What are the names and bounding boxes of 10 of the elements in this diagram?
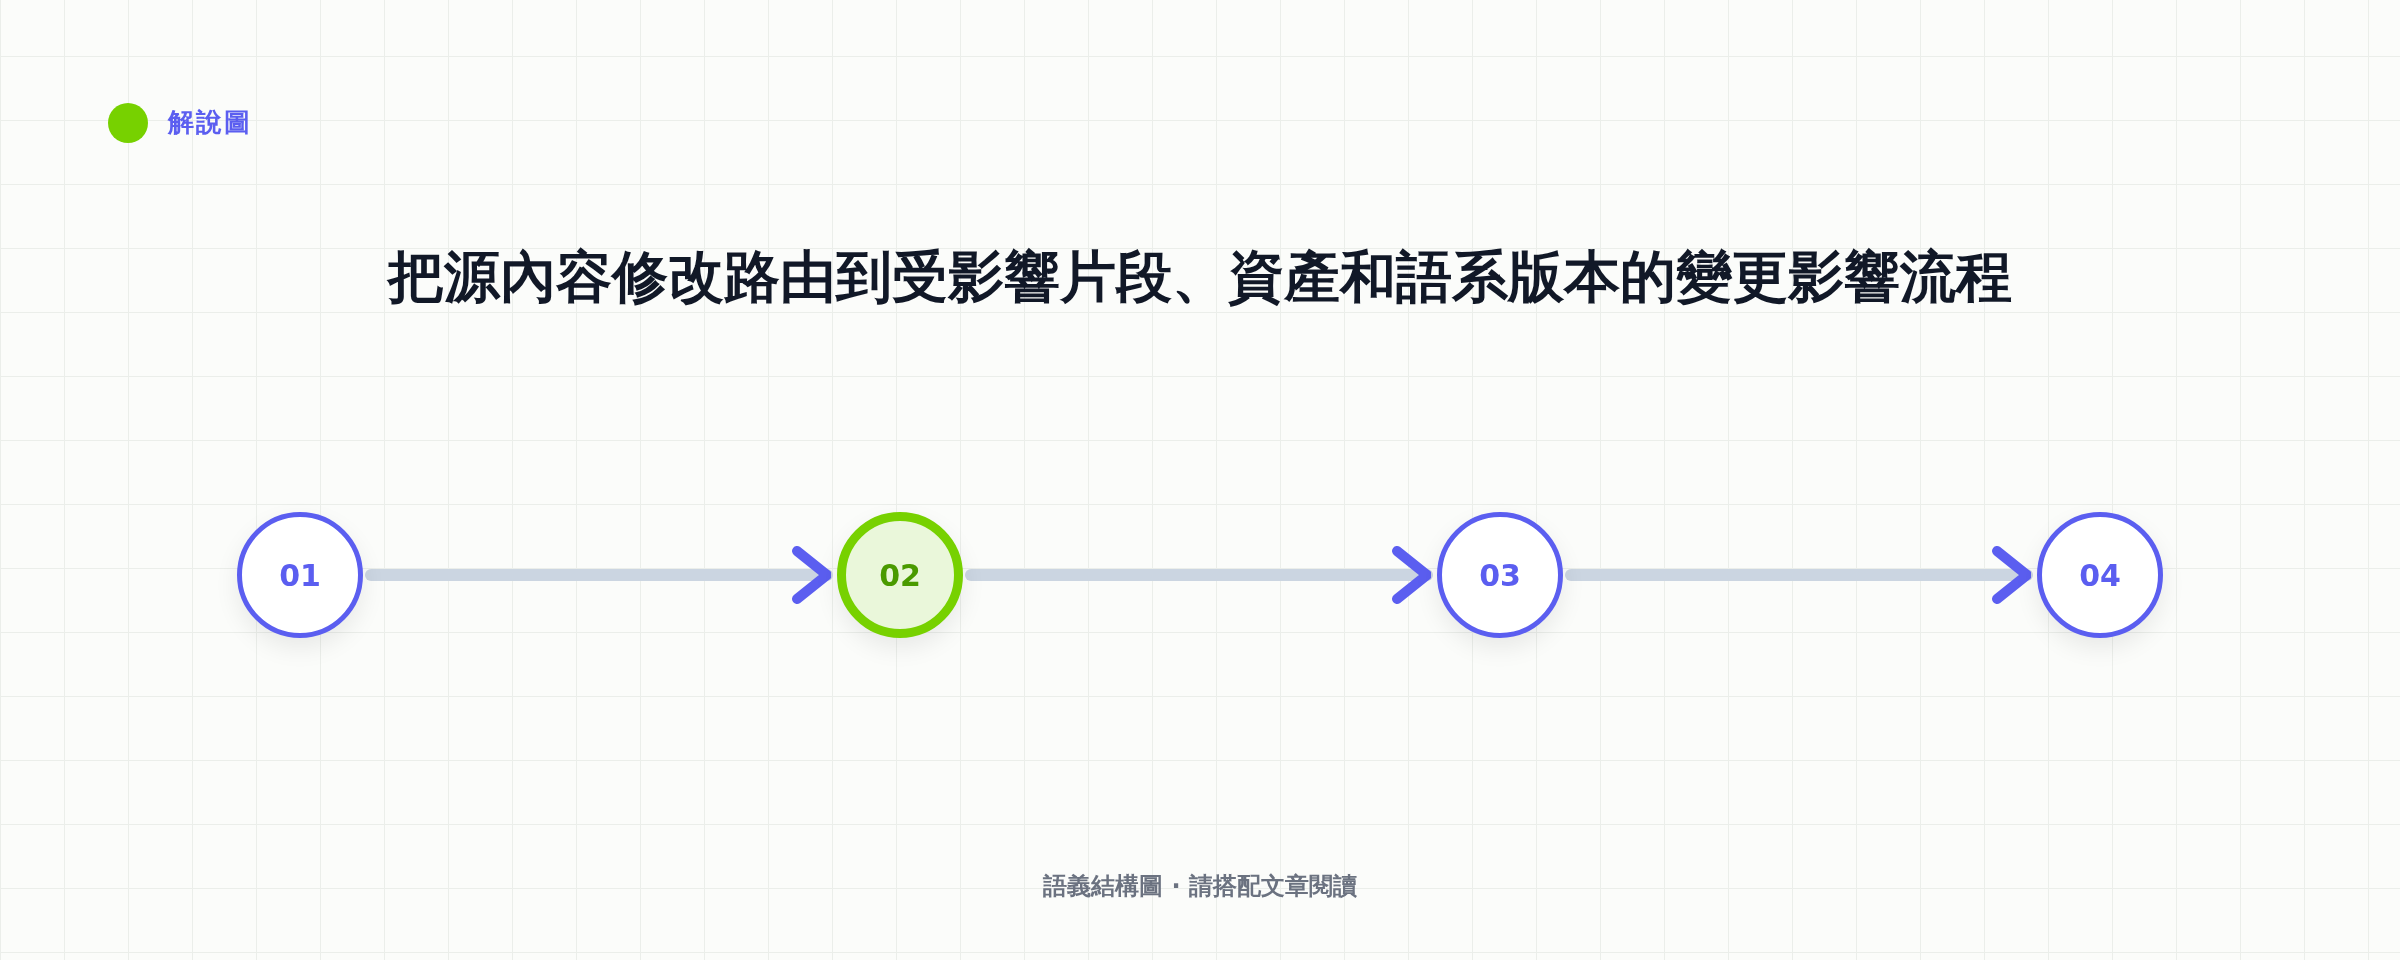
arrow (1565, 546, 2033, 604)
step-circle: 03 (1437, 512, 1563, 638)
step-circle: 04 (2037, 512, 2163, 638)
arrow (365, 546, 833, 604)
footer-note: 語義結構圖 · 請搭配文章閱讀 (1042, 871, 1358, 902)
header-label: 解說圖 (168, 106, 252, 139)
step-circle: 02 (837, 512, 963, 638)
title: 把源內容修改路由到受影響片段、資產和語系版本的變更影響流程 (386, 243, 2013, 311)
arrow (965, 546, 1433, 604)
step-circle: 01 (237, 512, 363, 638)
